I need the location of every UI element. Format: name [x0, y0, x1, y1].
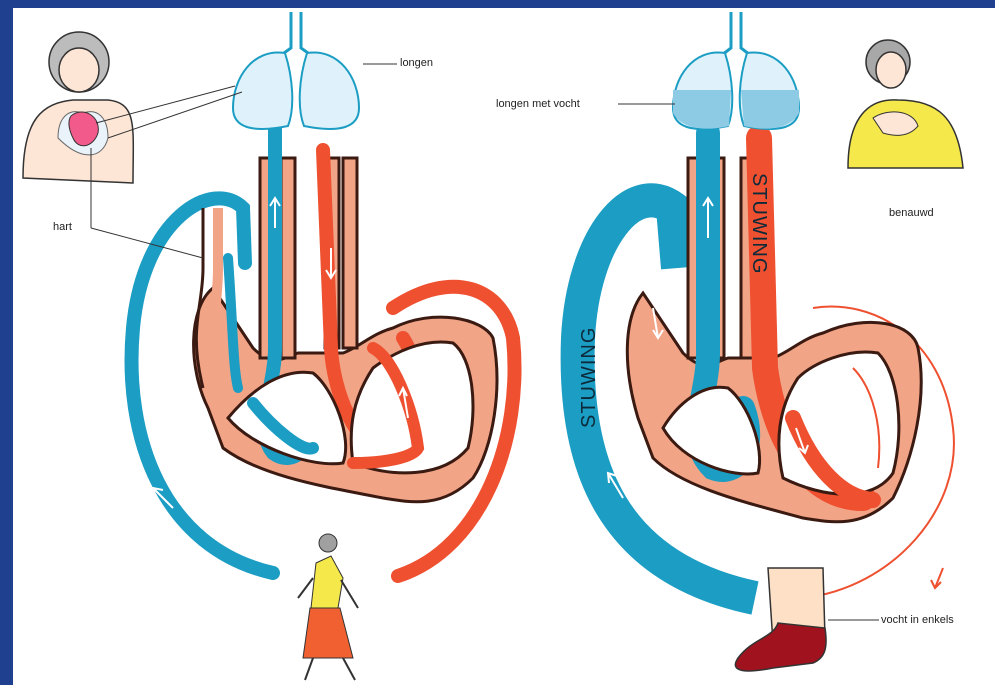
healthy-heart-icon: [132, 128, 515, 576]
diagram-panel: longen hart: [13, 8, 995, 685]
walking-woman-icon: [298, 534, 358, 680]
label-heart: hart: [53, 221, 72, 233]
heart-failure-diagram: longen hart: [13, 8, 995, 685]
woman-breathless-icon: [848, 40, 963, 168]
label-congestion-top: STUWING: [748, 173, 770, 274]
lungs-icon: [233, 12, 397, 129]
lungs-fluid-icon: [618, 12, 799, 129]
label-breathless: benauwd: [889, 207, 934, 219]
label-ankle-fluid: vocht in enkels: [881, 614, 954, 626]
label-lungs: longen: [400, 57, 433, 69]
label-lungs-fluid: longen met vocht: [496, 98, 580, 110]
label-congestion-left: STUWING: [578, 327, 600, 428]
